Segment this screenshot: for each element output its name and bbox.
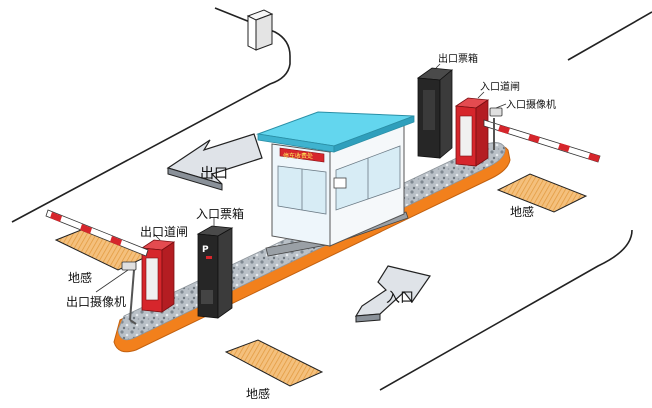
exit-arrow-label: 出口: [200, 166, 228, 182]
label-exit-gate: 出口道闸: [140, 225, 188, 239]
exit-arrow: 出口: [166, 133, 263, 191]
entry-ticket-box: P: [196, 225, 234, 319]
parking-p-icon: P: [202, 245, 209, 255]
label-exit-ticket-box: 出口票箱: [438, 52, 478, 65]
label-entry-gate: 入口道闸: [480, 80, 520, 93]
exit-ticket-box: [416, 67, 453, 159]
entry-gate: [454, 97, 601, 167]
booth-sign-label: 停车收费处: [283, 152, 313, 160]
leader-lines: [95, 63, 507, 293]
road-lines: [11, 7, 652, 391]
corner-post: [246, 9, 274, 51]
toll-booth: 停车收费处: [256, 111, 415, 257]
road-edge-bottom: [379, 229, 633, 391]
label-exit-camera: 出口摄像机: [66, 294, 126, 309]
label-entry-camera: 入口摄像机: [506, 98, 556, 111]
label-loop-sensor-bottom: 地感: [246, 386, 270, 401]
loop-sensor-bottom-pad: [224, 339, 324, 387]
camera-icon: [489, 107, 503, 117]
camera-icon: [121, 261, 137, 271]
label-entry-ticket-box: 入口票箱: [196, 206, 244, 221]
entry-arrow-label: 入口: [386, 290, 414, 306]
monitor-icon: [333, 177, 347, 189]
road-edge-top: [11, 7, 291, 223]
entry-arrow: 入口: [354, 265, 431, 323]
road-edge-right: [567, 11, 652, 61]
loop-sensor-right-pad: [496, 173, 588, 213]
label-loop-sensor-left: 地感: [68, 270, 92, 285]
exit-barrier-arm: [45, 209, 149, 257]
exit-camera: [121, 261, 137, 325]
label-loop-sensor-right: 地感: [510, 204, 534, 219]
exit-gate: [45, 209, 176, 313]
